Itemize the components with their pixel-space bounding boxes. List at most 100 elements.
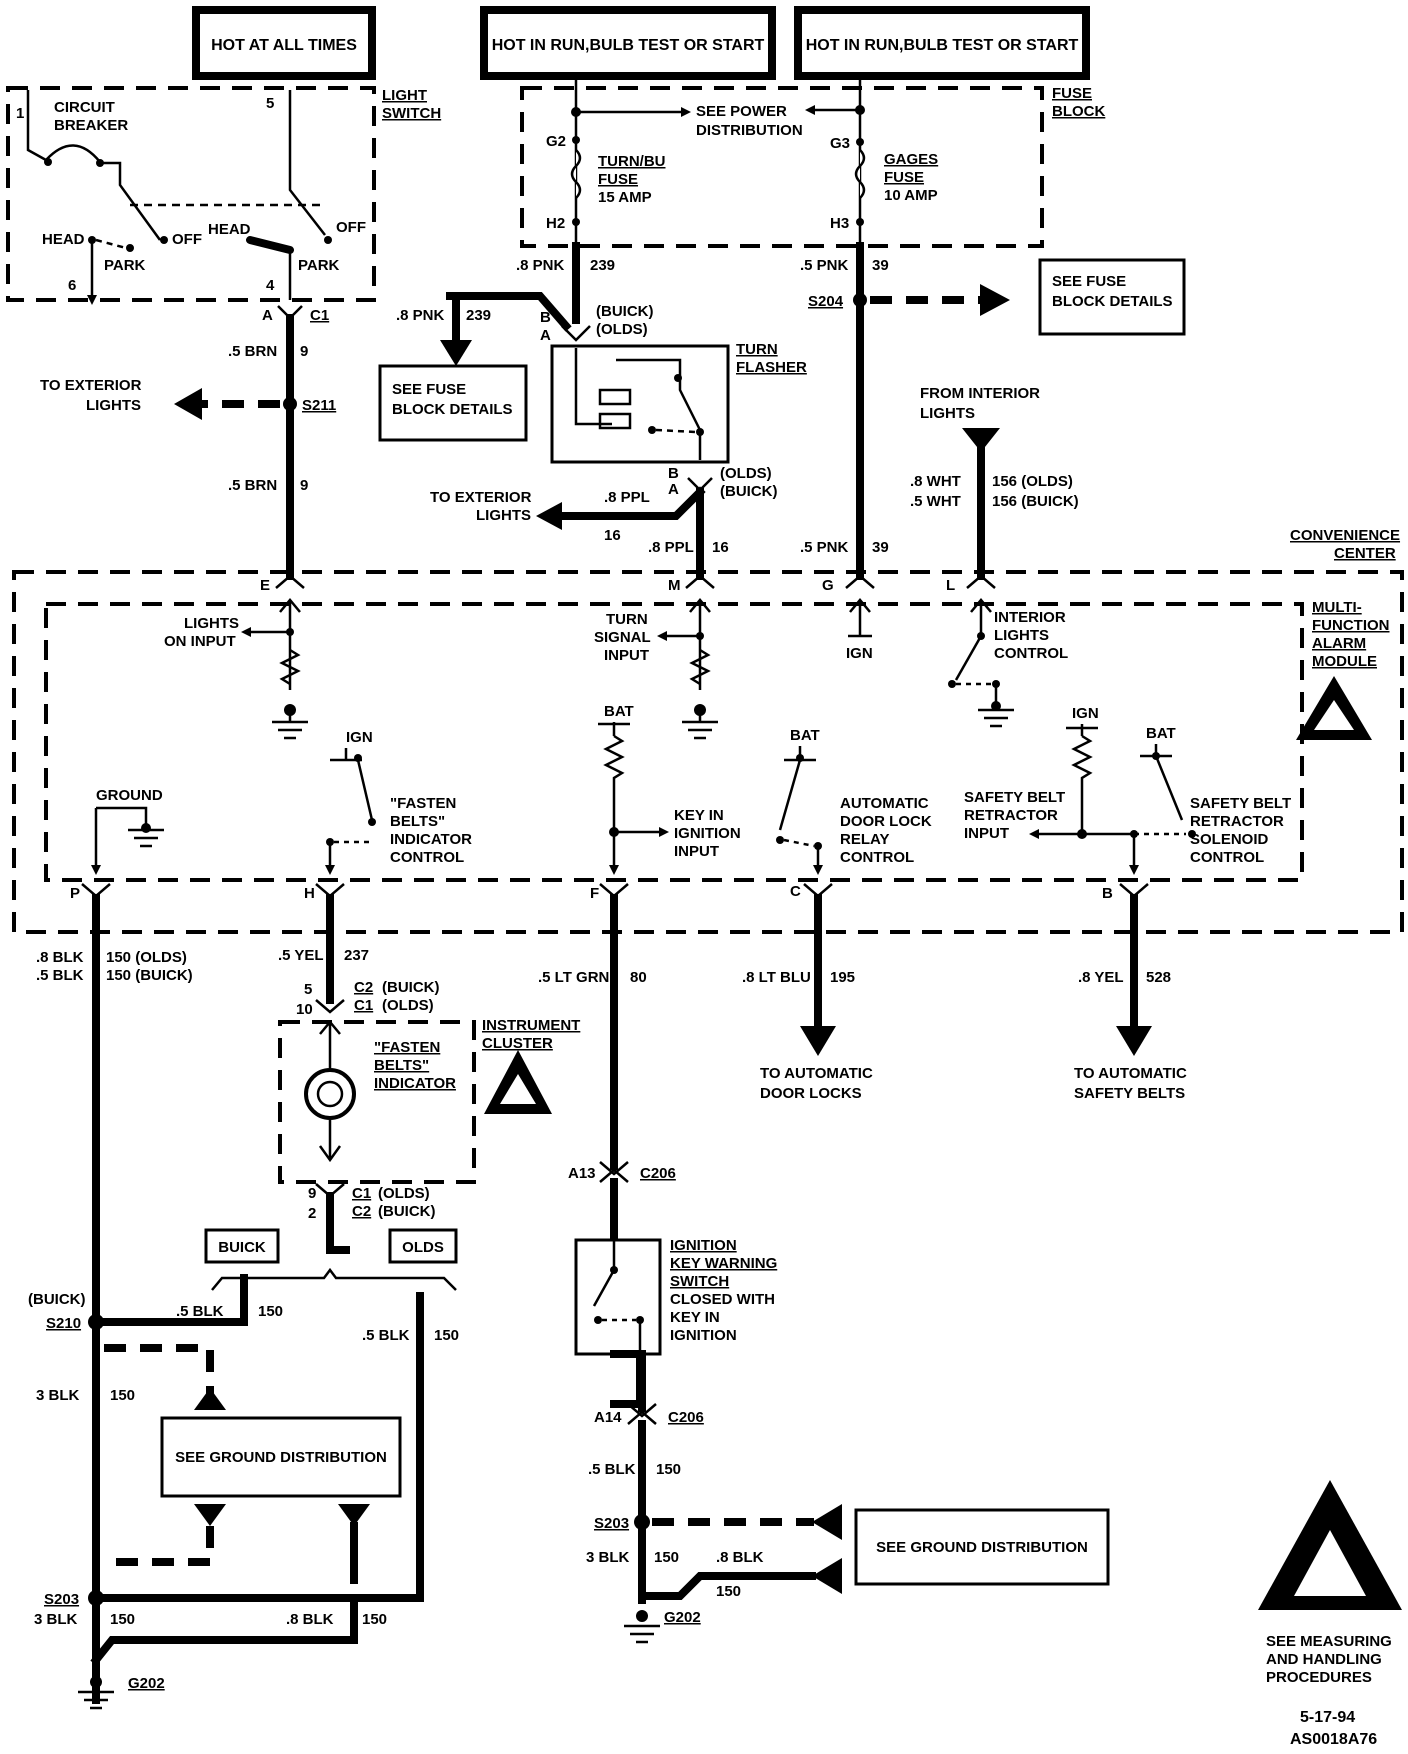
switch-head-label: HEAD — [208, 221, 251, 238]
interior-control-label: CONTROL — [994, 645, 1068, 662]
pin-g: G IGN — [822, 574, 875, 662]
wire-label: 150 — [434, 1327, 459, 1344]
wire-label: .5 YEL — [278, 947, 324, 964]
wire-label: 150 — [362, 1611, 387, 1628]
exterior-lights-label: TO EXTERIOR — [40, 377, 142, 394]
key-input-label: IGNITION — [674, 825, 741, 842]
wire-label: .5 BLK — [176, 1303, 224, 1320]
left-ground-circuit: .8 BLK 150 (OLDS) .5 BLK 150 (BUICK) (BU… — [28, 894, 424, 1710]
retractor-solenoid-label: SOLENOID — [1190, 831, 1269, 848]
splice-label: S204 — [808, 293, 844, 310]
ground-distribution-label: SEE GROUND DISTRIBUTION — [175, 1449, 387, 1466]
door-locks-label: DOOR LOCKS — [760, 1085, 862, 1102]
ground-label: G202 — [128, 1675, 165, 1692]
wire-label: 9 — [300, 343, 308, 360]
pin-label: 2 — [308, 1205, 316, 1222]
pin-label: G — [822, 577, 834, 594]
wire-label: .5 LT GRN — [538, 969, 609, 986]
gages-fuse-label: 10 AMP — [884, 187, 938, 204]
wire-label: .8 PPL — [604, 489, 650, 506]
key-input-label: KEY IN — [674, 807, 724, 824]
pin-label: C — [790, 883, 801, 900]
wire-label: .5 WHT — [910, 493, 961, 510]
retractor-input-label: SAFETY BELT — [964, 789, 1065, 806]
see-fuse-block-left: SEE FUSE BLOCK DETAILS — [378, 364, 528, 442]
connector-tag: (OLDS) — [720, 465, 772, 482]
wire-label: .8 BLK — [286, 1611, 334, 1628]
connector-label: C2 — [352, 1203, 371, 1220]
connector-label: C2 — [354, 979, 373, 996]
door-relay-label: DOOR LOCK — [840, 813, 932, 830]
connector-tag: (BUICK) — [382, 979, 440, 996]
wire-label: 3 BLK — [586, 1549, 630, 1566]
fuse-block-label: FUSE — [1052, 85, 1092, 102]
wire-label: .5 BLK — [362, 1327, 410, 1344]
door-relay-label: AUTOMATIC — [840, 795, 929, 812]
wire-label: 3 BLK — [36, 1387, 80, 1404]
retractor-input-label: INPUT — [964, 825, 1009, 842]
pin-label: 10 — [296, 1001, 313, 1018]
alarm-module-label: ALARM — [1312, 635, 1366, 652]
circuit-breaker-label: BREAKER — [54, 117, 128, 134]
fasten-control-label: "FASTEN — [390, 795, 456, 812]
wire-label: 150 (BUICK) — [106, 967, 193, 984]
esd-note: PROCEDURES — [1266, 1669, 1372, 1686]
connector-label: C1 — [354, 997, 373, 1014]
power-distribution-label: DISTRIBUTION — [696, 122, 803, 139]
wire-label: .8 PNK — [396, 307, 445, 324]
alarm-module-label: MODULE — [1312, 653, 1377, 670]
wire-label: 150 (OLDS) — [106, 949, 187, 966]
alarm-module-label: FUNCTION — [1312, 617, 1390, 634]
header-hot-at-all-times: HOT AT ALL TIMES — [192, 6, 376, 80]
pin-label: H3 — [830, 215, 849, 232]
turn-flasher-label: TURN — [736, 341, 778, 358]
header-label: HOT IN RUN,BULB TEST OR START — [492, 37, 765, 54]
pin-label: E — [260, 577, 270, 594]
connector-tag: (BUICK) — [720, 483, 778, 500]
door-relay-label: CONTROL — [840, 849, 914, 866]
connector-tag: (OLDS) — [382, 997, 434, 1014]
key-switch-label: KEY IN — [670, 1309, 720, 1326]
wire-label: .8 WHT — [910, 473, 961, 490]
turn-fuse-label: 15 AMP — [598, 189, 652, 206]
wire-label: .5 PNK — [800, 257, 849, 274]
power-distribution-label: SEE POWER — [696, 103, 787, 120]
pin-e: E LIGHTS ON INPUT — [164, 574, 308, 740]
instrument-cluster-circuit: .5 YEL 237 5 10 C2 (BUICK) C1 (OLDS) INS… — [176, 894, 580, 1602]
light-switch-label: SWITCH — [382, 105, 441, 122]
pin-label: B — [1102, 885, 1113, 902]
wire-label: .8 PPL — [648, 539, 694, 556]
wire-label: 239 — [590, 257, 615, 274]
pin-label: B — [668, 465, 679, 482]
from-interior-label: LIGHTS — [920, 405, 975, 422]
fuse-block: FUSE BLOCK SEE POWER DISTRIBUTION G2 H2 … — [520, 76, 1105, 248]
splice-label: S210 — [46, 1315, 81, 1332]
turn-signal-label: INPUT — [604, 647, 649, 664]
exterior-lights-label: TO EXTERIOR — [430, 489, 532, 506]
pin-label: M — [668, 577, 681, 594]
fasten-control-label: CONTROL — [390, 849, 464, 866]
connector-tag: (OLDS) — [378, 1185, 430, 1202]
pin-label: 6 — [68, 277, 76, 294]
safety-belts-label: SAFETY BELTS — [1074, 1085, 1185, 1102]
wire-label: 528 — [1146, 969, 1171, 986]
wire-label: .8 BLK — [36, 949, 84, 966]
pin-label: L — [946, 577, 955, 594]
esd-note: SEE MEASURING — [1266, 1633, 1392, 1650]
wire-label: 16 — [604, 527, 621, 544]
fasten-indicator-label: INDICATOR — [374, 1075, 456, 1092]
esd-icon — [484, 1050, 552, 1114]
switch-head-label: HEAD — [42, 231, 85, 248]
retractor-input-label: RETRACTOR — [964, 807, 1058, 824]
diagram-code: AS0018A76 — [1290, 1731, 1377, 1748]
wire-label: 150 — [656, 1461, 681, 1478]
key-switch-label: SWITCH — [670, 1273, 729, 1290]
circuit-breaker-label: CIRCUIT — [54, 99, 115, 116]
wire-label: 150 — [258, 1303, 283, 1320]
pin-label: F — [590, 885, 599, 902]
interior-control-label: LIGHTS — [994, 627, 1049, 644]
connector-tag: (OLDS) — [596, 321, 648, 338]
light-switch-label: LIGHT — [382, 87, 427, 104]
pin-label: P — [70, 885, 80, 902]
